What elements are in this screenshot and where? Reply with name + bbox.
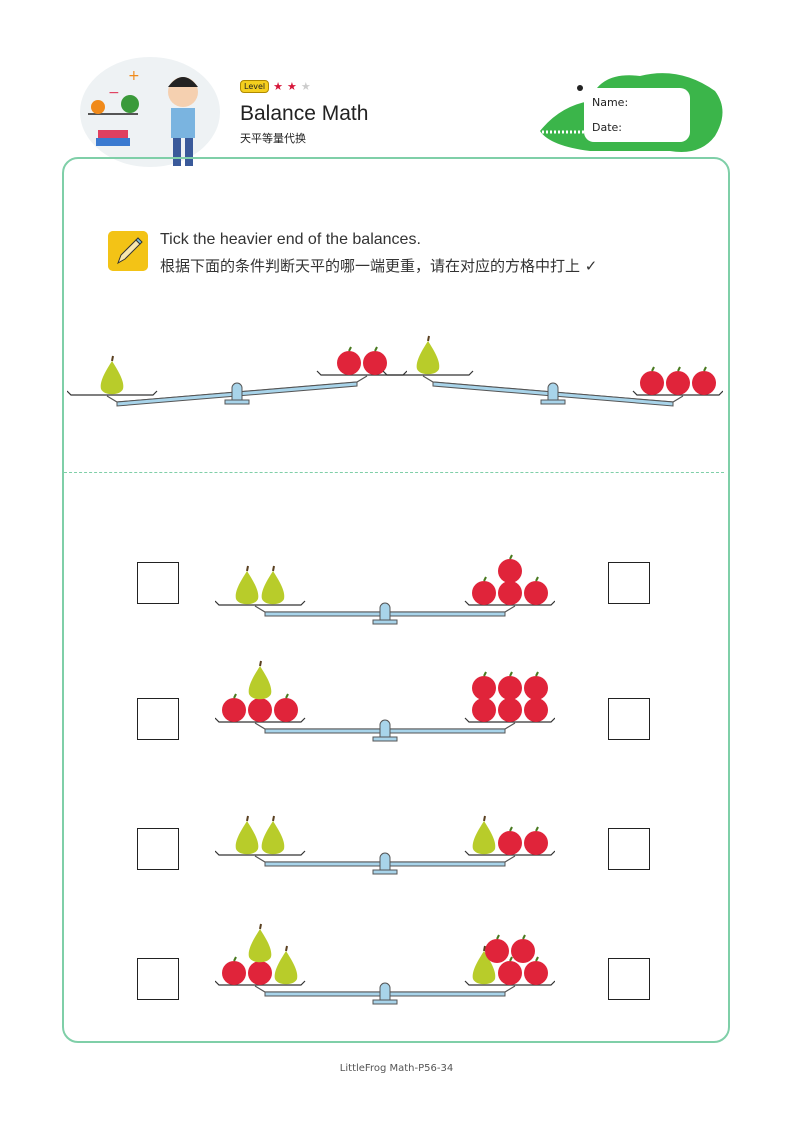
question-balance bbox=[215, 815, 555, 875]
left-heavier-checkbox[interactable] bbox=[137, 828, 179, 870]
pear-icon bbox=[472, 815, 496, 855]
instruction-english: Tick the heavier end of the balances. bbox=[160, 231, 421, 248]
apple-icon bbox=[524, 826, 548, 855]
pear-icon bbox=[235, 565, 259, 605]
boy-with-balance-illustration: +− bbox=[80, 57, 220, 167]
balance-pan bbox=[67, 390, 158, 396]
worksheet-frame bbox=[62, 157, 730, 1043]
apple-icon bbox=[274, 693, 298, 722]
balance-stand bbox=[372, 982, 398, 1005]
balance-stand bbox=[372, 852, 398, 875]
question-balance bbox=[215, 923, 555, 1005]
left-heavier-checkbox[interactable] bbox=[137, 562, 179, 604]
right-heavier-checkbox[interactable] bbox=[608, 698, 650, 740]
apple-icon bbox=[222, 693, 246, 722]
name-label: Name: bbox=[592, 96, 629, 109]
pear-icon bbox=[235, 815, 259, 855]
apple-icon bbox=[498, 956, 522, 985]
balance-pan bbox=[316, 370, 407, 376]
example-balance bbox=[383, 335, 723, 407]
name-date-box[interactable]: Name: Date: bbox=[584, 88, 690, 142]
apple-icon bbox=[485, 934, 509, 963]
star-icon: ★ bbox=[300, 80, 311, 93]
date-label: Date: bbox=[592, 121, 622, 134]
balance-pan bbox=[215, 850, 306, 856]
balance-stand bbox=[372, 602, 398, 625]
apple-icon bbox=[524, 576, 548, 605]
section-divider bbox=[64, 472, 724, 473]
balance-stand bbox=[540, 382, 566, 405]
star-icon: ★ bbox=[273, 80, 283, 93]
level-badge: Level bbox=[240, 80, 270, 93]
pear-icon bbox=[100, 355, 124, 395]
pear-icon bbox=[472, 945, 496, 985]
question-balance bbox=[215, 554, 555, 625]
star-icon: ★ bbox=[287, 80, 297, 93]
apple-icon bbox=[640, 366, 664, 395]
pear-icon bbox=[261, 565, 285, 605]
page-subtitle: 天平等量代换 bbox=[240, 132, 306, 145]
left-heavier-checkbox[interactable] bbox=[137, 698, 179, 740]
pear-icon bbox=[416, 335, 440, 375]
page-title: Balance Math bbox=[240, 102, 369, 125]
pear-icon bbox=[248, 923, 272, 963]
apple-icon bbox=[498, 554, 522, 583]
svg-text:+: + bbox=[128, 68, 140, 84]
right-heavier-checkbox[interactable] bbox=[608, 958, 650, 1000]
svg-text:−: − bbox=[108, 85, 120, 101]
balance-stand bbox=[372, 719, 398, 742]
apple-icon bbox=[524, 671, 548, 700]
apple-icon bbox=[666, 366, 690, 395]
apple-icon bbox=[498, 671, 522, 700]
difficulty-level: Level ★ ★ ★ bbox=[240, 80, 311, 93]
example-balance bbox=[67, 346, 407, 407]
pear-icon bbox=[248, 660, 272, 700]
balance-stand bbox=[224, 382, 250, 405]
balance-pan bbox=[383, 370, 474, 376]
apple-icon bbox=[498, 826, 522, 855]
instruction-chinese: 根据下面的条件判断天平的哪一端更重，请在对应的方格中打上 ✓ bbox=[160, 257, 598, 275]
right-heavier-checkbox[interactable] bbox=[608, 828, 650, 870]
apple-icon bbox=[511, 934, 535, 963]
apple-icon bbox=[524, 956, 548, 985]
apple-icon bbox=[472, 576, 496, 605]
apple-icon bbox=[363, 346, 387, 375]
pencil-icon bbox=[108, 231, 148, 271]
pear-icon bbox=[261, 815, 285, 855]
apple-icon bbox=[337, 346, 361, 375]
pear-icon bbox=[274, 945, 298, 985]
footer-text: LittleFrog Math-P56-34 bbox=[339, 1063, 454, 1074]
apple-icon bbox=[692, 366, 716, 395]
balance-pan bbox=[215, 600, 306, 606]
left-heavier-checkbox[interactable] bbox=[137, 958, 179, 1000]
apple-icon bbox=[222, 956, 246, 985]
apple-icon bbox=[472, 671, 496, 700]
question-balance bbox=[215, 660, 555, 742]
right-heavier-checkbox[interactable] bbox=[608, 562, 650, 604]
